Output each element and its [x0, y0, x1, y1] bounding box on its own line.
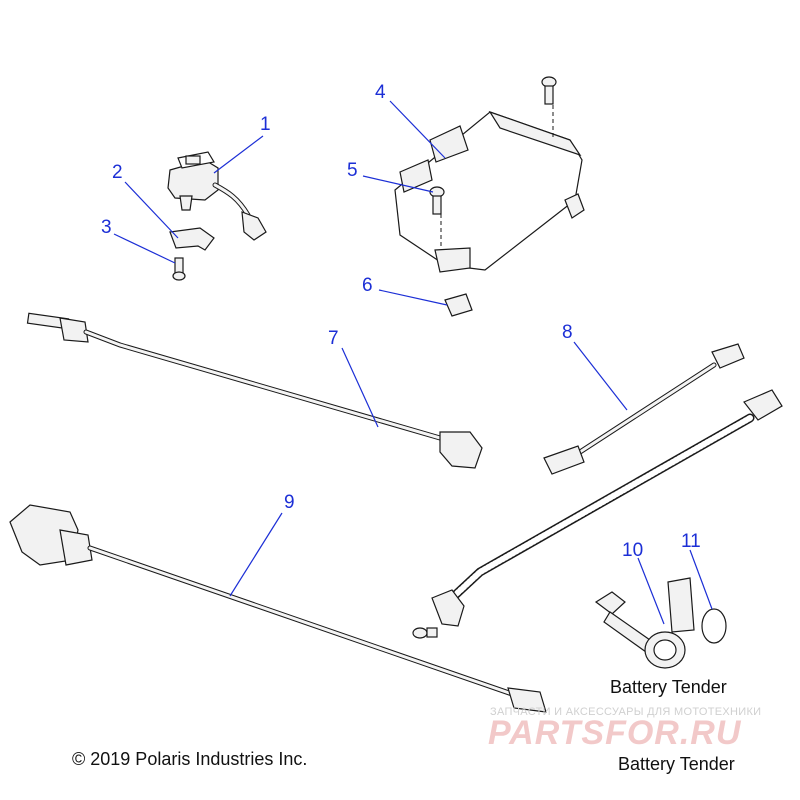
- caption-battery-tender: Battery Tender: [610, 677, 727, 697]
- part-1-switch: [167, 151, 267, 241]
- part-5-bolt: [429, 186, 445, 215]
- caption-battery-tender-secondary: Battery Tender: [618, 754, 735, 774]
- callout-11: 11: [681, 531, 701, 552]
- callout-10: 10: [622, 540, 643, 561]
- watermark-tagline: ЗАПЧАСТИ И АКСЕССУАРЫ ДЛЯ МОТОТЕХНИКИ: [490, 706, 762, 718]
- copyright-notice: © 2019 Polaris Industries Inc.: [72, 749, 308, 769]
- callout-4: 4: [375, 82, 386, 103]
- part-9-throttle-sensor: [9, 504, 547, 713]
- part-6-clip: [444, 293, 473, 317]
- bolt-upper: [541, 76, 557, 105]
- part-8-cable: [543, 343, 745, 475]
- callout-7: 7: [328, 328, 339, 349]
- part-11-o-ring: [701, 608, 727, 644]
- bolt-lower: [412, 627, 438, 639]
- callout-8: 8: [562, 322, 573, 343]
- callout-1: 1: [260, 114, 271, 135]
- watermark-logo: PARTSFOR.RU: [488, 714, 742, 752]
- part-4-module: [394, 98, 583, 273]
- clip-right: [564, 193, 585, 219]
- callout-6: 6: [362, 275, 373, 296]
- part-10-tender-port: [594, 577, 695, 669]
- callout-5: 5: [347, 160, 358, 181]
- part-2-bracket: [169, 227, 215, 251]
- leader-lines: [113, 100, 713, 625]
- callout-9: 9: [284, 492, 295, 513]
- part-3-screw: [172, 257, 186, 281]
- callout-2: 2: [112, 162, 123, 183]
- callout-labels: 1 2 3 4 5 6 7 8 9 10 11: [101, 82, 701, 561]
- callout-3: 3: [101, 217, 112, 238]
- braided-sensor-cable: [431, 389, 783, 627]
- part-7-sensor-cable: [26, 312, 483, 469]
